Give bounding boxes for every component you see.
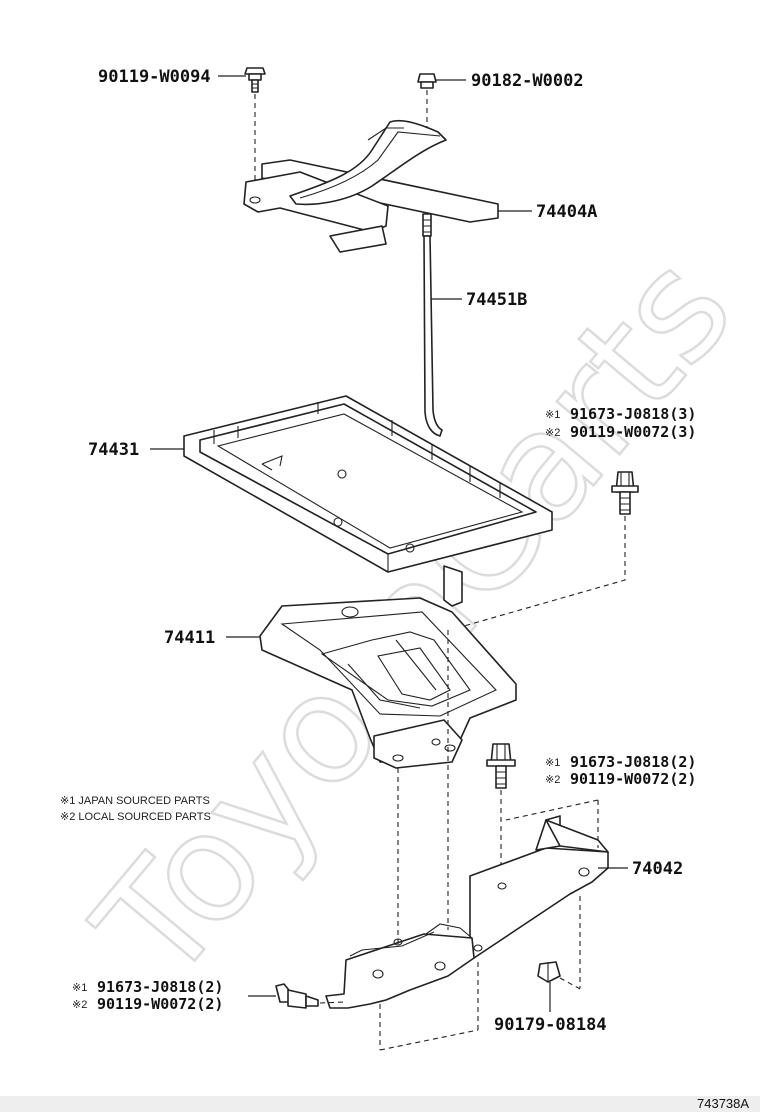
label-74042: 74042 bbox=[632, 859, 683, 879]
callout-upper-right-mark1: ※1 bbox=[545, 409, 560, 421]
callout-upper-right-line2: 90119-W0072(3) bbox=[570, 423, 696, 441]
nut-90182-w0002[interactable] bbox=[417, 73, 437, 89]
callout-lower-left-mark1: ※1 bbox=[72, 982, 87, 994]
legend-local-sourced: ※2 LOCAL SOURCED PARTS bbox=[60, 811, 211, 823]
label-74431: 74431 bbox=[88, 440, 139, 460]
callout-upper-right-mark2: ※2 bbox=[545, 427, 560, 439]
footer-bar bbox=[0, 1096, 760, 1112]
label-74411: 74411 bbox=[164, 628, 215, 648]
bracket-74042[interactable] bbox=[325, 815, 609, 1009]
callout-lower-left-line1: 91673-J0818(2) bbox=[97, 978, 223, 996]
callout-lower-left-line2: 90119-W0072(2) bbox=[97, 995, 223, 1013]
label-90182-w0002: 90182-W0002 bbox=[471, 71, 584, 91]
callout-upper-right-line1: 91673-J0818(3) bbox=[570, 405, 696, 423]
callout-lower-left-mark2: ※2 bbox=[72, 999, 87, 1011]
legend-japan-sourced: ※1 JAPAN SOURCED PARTS bbox=[60, 795, 210, 807]
label-74404a: 74404A bbox=[536, 202, 597, 222]
clamp-74404a[interactable] bbox=[243, 119, 499, 253]
diagram-code: 743738A bbox=[697, 1096, 749, 1111]
bolt-lower-left[interactable] bbox=[275, 983, 319, 1009]
callout-mid-right-line1: 91673-J0818(2) bbox=[570, 753, 696, 771]
rod-74451b[interactable] bbox=[422, 213, 443, 437]
bolt-90119-w0094[interactable] bbox=[244, 67, 266, 93]
bolt-upper-right[interactable] bbox=[611, 471, 639, 515]
label-90119-w0094: 90119-W0094 bbox=[98, 67, 211, 87]
label-74451b: 74451B bbox=[466, 290, 527, 310]
label-90179-08184: 90179-08184 bbox=[494, 1015, 607, 1035]
nut-90179-08184[interactable] bbox=[537, 961, 561, 983]
bolt-mid-right[interactable] bbox=[486, 743, 516, 789]
callout-mid-right-mark2: ※2 bbox=[545, 774, 560, 786]
callout-mid-right-mark1: ※1 bbox=[545, 757, 560, 769]
battery-carrier-74411[interactable] bbox=[259, 565, 517, 769]
callout-mid-right-line2: 90119-W0072(2) bbox=[570, 770, 696, 788]
battery-tray-74431[interactable] bbox=[183, 395, 553, 573]
